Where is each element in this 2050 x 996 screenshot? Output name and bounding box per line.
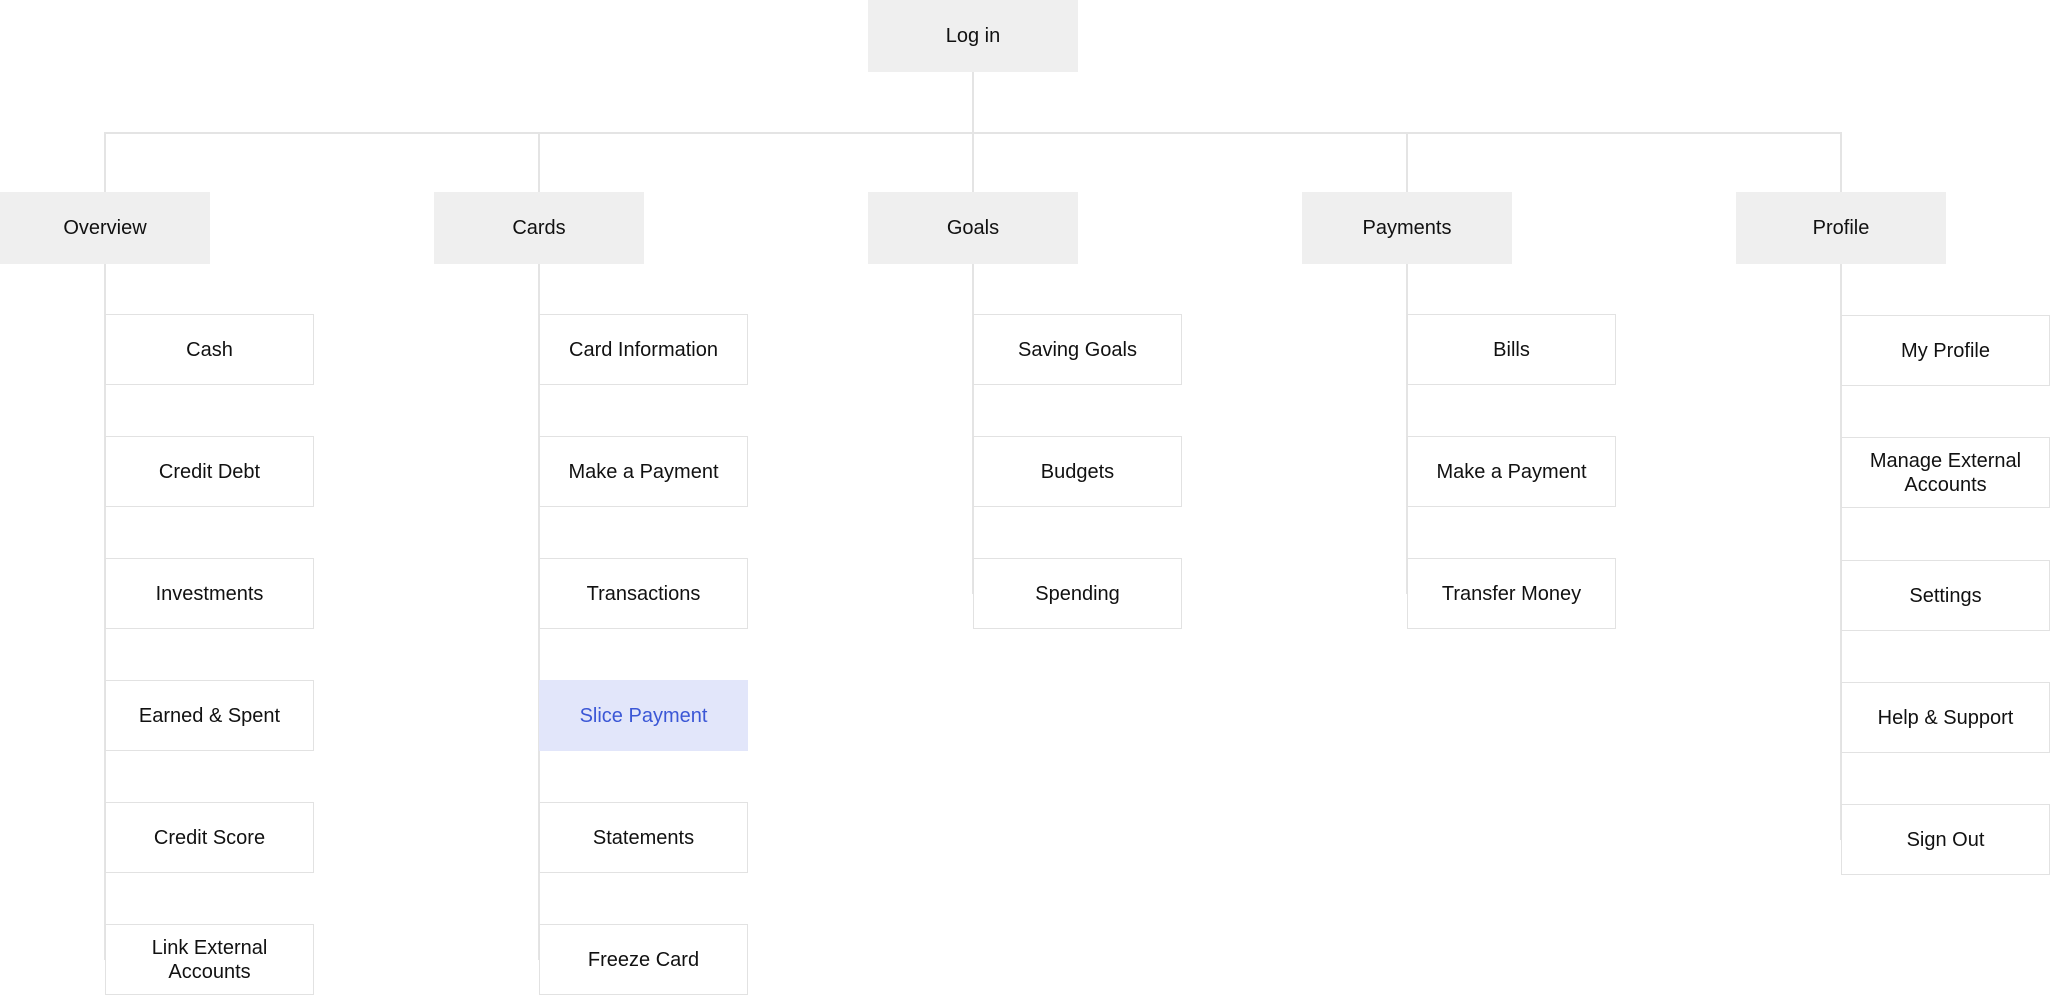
page-node-cards-transactions: Transactions [539, 558, 748, 629]
connector-root-trunk [972, 72, 974, 132]
connector-section-payments [1406, 132, 1408, 192]
page-node-goals-saving-goals: Saving Goals [973, 314, 1182, 385]
page-node-overview-credit-debt: Credit Debt [105, 436, 314, 507]
page-node-goals-budgets: Budgets [973, 436, 1182, 507]
connector-section-goals [972, 132, 974, 192]
connector-spine-goals [972, 264, 974, 594]
page-node-overview-cash: Cash [105, 314, 314, 385]
page-node-cards-freeze-card: Freeze Card [539, 924, 748, 995]
page-node-payments-bills: Bills [1407, 314, 1616, 385]
page-node-profile-my-profile: My Profile [1841, 315, 2050, 386]
page-node-cards-slice-payment: Slice Payment [539, 680, 748, 751]
page-node-profile-manage-external-accounts: Manage External Accounts [1841, 437, 2050, 508]
page-node-goals-spending: Spending [973, 558, 1182, 629]
page-node-payments-transfer-money: Transfer Money [1407, 558, 1616, 629]
page-node-profile-help-support: Help & Support [1841, 682, 2050, 753]
page-node-profile-settings: Settings [1841, 560, 2050, 631]
section-node-profile: Profile [1736, 192, 1946, 264]
connector-spine-profile [1840, 264, 1842, 840]
section-node-cards: Cards [434, 192, 644, 264]
page-node-overview-earned-spent: Earned & Spent [105, 680, 314, 751]
page-node-overview-link-external-accounts: Link External Accounts [105, 924, 314, 995]
page-node-overview-investments: Investments [105, 558, 314, 629]
page-node-cards-statements: Statements [539, 802, 748, 873]
page-node-overview-credit-score: Credit Score [105, 802, 314, 873]
connector-section-overview [104, 132, 106, 192]
connector-section-profile [1840, 132, 1842, 192]
connector-section-cards [538, 132, 540, 192]
root-node-log-in: Log in [868, 0, 1078, 72]
page-node-profile-sign-out: Sign Out [1841, 804, 2050, 875]
page-node-cards-make-a-payment: Make a Payment [539, 436, 748, 507]
page-node-payments-make-a-payment: Make a Payment [1407, 436, 1616, 507]
page-node-cards-card-information: Card Information [539, 314, 748, 385]
section-node-payments: Payments [1302, 192, 1512, 264]
connector-spine-payments [1406, 264, 1408, 594]
section-node-goals: Goals [868, 192, 1078, 264]
section-node-overview: Overview [0, 192, 210, 264]
